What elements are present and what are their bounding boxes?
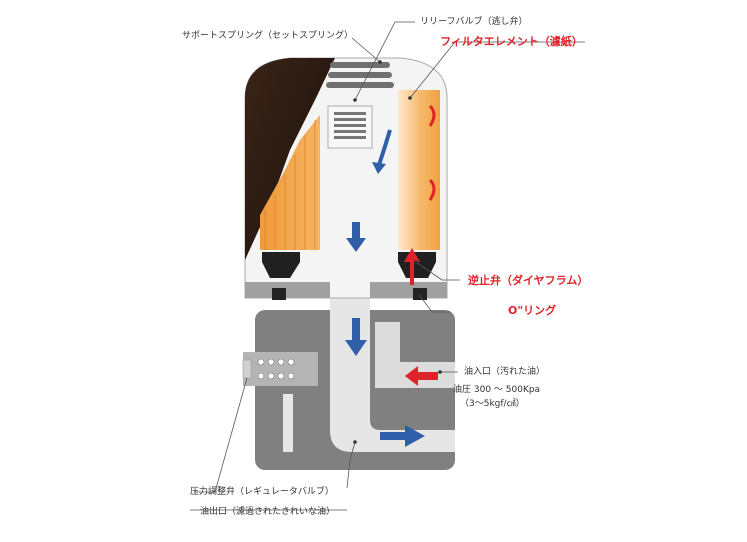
flow-arrows	[345, 104, 438, 447]
support-spring	[326, 62, 394, 88]
label-oil-pressure-sub: （3～5kgf/㎠）	[460, 398, 525, 409]
label-filter-element: フィルタエレメント（濾紙）	[440, 34, 583, 48]
label-check-valve: 逆止弁（ダイヤフラム）	[468, 273, 588, 287]
regulator-valve-body	[243, 352, 318, 386]
o-ring-right	[413, 288, 427, 300]
leader-lines	[190, 21, 585, 511]
label-support-spring: サポートスプリング（セットスプリング）	[182, 29, 353, 41]
regulator-valve-holes	[257, 358, 295, 380]
check-valve-left	[262, 252, 300, 278]
label-oil-outlet: 油出口（濾過されたきれいな油）	[200, 505, 335, 517]
label-pressure-regulator: 圧力調整弁（レギュレータバルブ）	[190, 485, 334, 497]
label-oil-inlet: 油入口（汚れた油）	[464, 365, 545, 377]
o-ring-left	[272, 288, 286, 300]
filter-canister	[244, 57, 448, 300]
canister-shell-cutaway	[245, 58, 335, 298]
label-o-ring: O"リング	[508, 303, 556, 317]
label-relief-valve: リリーフバルブ（逃し弁）	[420, 15, 527, 27]
relief-valve	[327, 105, 373, 149]
label-oil-pressure: 油圧 300 ～ 500Kpa	[453, 383, 540, 395]
